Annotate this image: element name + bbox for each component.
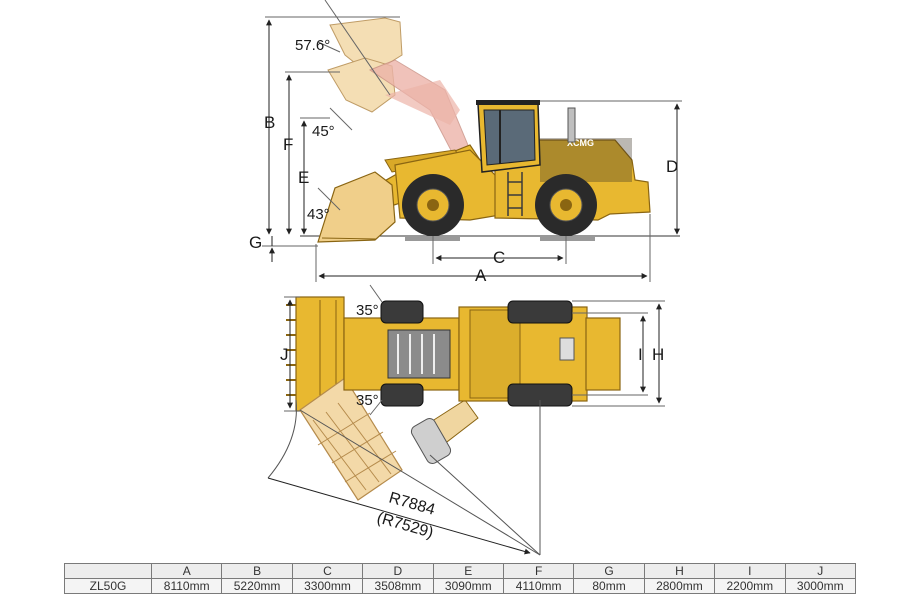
- spec-value-cell: 8110mm: [150, 578, 223, 594]
- turned-tire-ghost: [410, 418, 452, 464]
- dim-A-label: A: [475, 266, 487, 285]
- spec-value-cell: 3000mm: [784, 578, 857, 594]
- dim-C-label: C: [493, 248, 505, 267]
- dim-I-label: I: [638, 345, 643, 364]
- spec-header-cell: H: [643, 563, 716, 579]
- spec-value-cell: 2200mm: [714, 578, 786, 594]
- raised-bucket-ghost: [327, 17, 471, 159]
- top-counterweight: [585, 317, 621, 391]
- spec-value-cell: 2800mm: [643, 578, 716, 594]
- spec-header-cell: D: [362, 563, 434, 579]
- spec-header-cell: F: [502, 563, 575, 579]
- dim-G-label: G: [249, 233, 262, 252]
- spec-table-row: ZL50G 8110mm 5220mm 3300mm 3508mm 3090mm…: [64, 578, 857, 594]
- cab-window: [483, 109, 536, 166]
- dim-E-label: E: [298, 168, 309, 187]
- spec-value-cell: 4110mm: [502, 578, 575, 594]
- spec-header-cell: C: [291, 563, 364, 579]
- side-view: XCMG: [249, 0, 682, 285]
- exhaust-pipe: [567, 107, 576, 143]
- spec-table-header: A B C D E F G H I J: [64, 563, 857, 579]
- dim-F-label: F: [283, 135, 293, 154]
- spec-value-cell: 3508mm: [362, 578, 434, 594]
- steer-angle-top: 35°: [356, 302, 379, 319]
- spec-header-cell: [64, 563, 152, 579]
- dim-J-label: J: [280, 345, 289, 364]
- spec-header-cell: G: [573, 563, 645, 579]
- angle-rollback: 43°: [307, 206, 330, 223]
- top-cab: [469, 309, 521, 399]
- dim-H-label: H: [652, 345, 664, 364]
- spec-value-cell: 80mm: [573, 578, 645, 594]
- access-ladder: [507, 172, 523, 216]
- rear-wheel: [535, 174, 597, 236]
- dim-B-label: B: [264, 113, 275, 132]
- angle-dump-mid: 45°: [312, 123, 335, 140]
- top-view: J I H 35° 35° R7884 (R7529): [267, 284, 665, 556]
- spec-table: A B C D E F G H I J ZL50G 8110mm 5220mm …: [64, 563, 857, 594]
- spec-header-cell: B: [221, 563, 293, 579]
- ground-hatch-right: [540, 236, 595, 241]
- lowered-bucket: [317, 171, 396, 243]
- spec-value-cell: 3090mm: [432, 578, 504, 594]
- spec-value-cell: 3300mm: [291, 578, 364, 594]
- turned-bucket-ghost: [299, 377, 403, 501]
- spec-header-cell: J: [784, 563, 857, 579]
- spec-header-cell: A: [150, 563, 223, 579]
- angle-dump-max: 57.6°: [295, 37, 330, 54]
- spec-model-cell: ZL50G: [64, 578, 152, 594]
- steer-angle-bottom: 35°: [356, 392, 379, 409]
- spec-header-cell: I: [714, 563, 786, 579]
- spec-header-cell: E: [432, 563, 504, 579]
- dimension-lines-top: [267, 284, 665, 556]
- engine-hood-dark: [540, 138, 632, 182]
- front-wheel: [402, 174, 464, 236]
- cab-logo: XCMG: [567, 138, 594, 148]
- dim-D-label: D: [666, 157, 678, 176]
- spec-value-cell: 5220mm: [221, 578, 293, 594]
- top-tires: [380, 300, 573, 407]
- dimension-lines-side: [262, 0, 682, 282]
